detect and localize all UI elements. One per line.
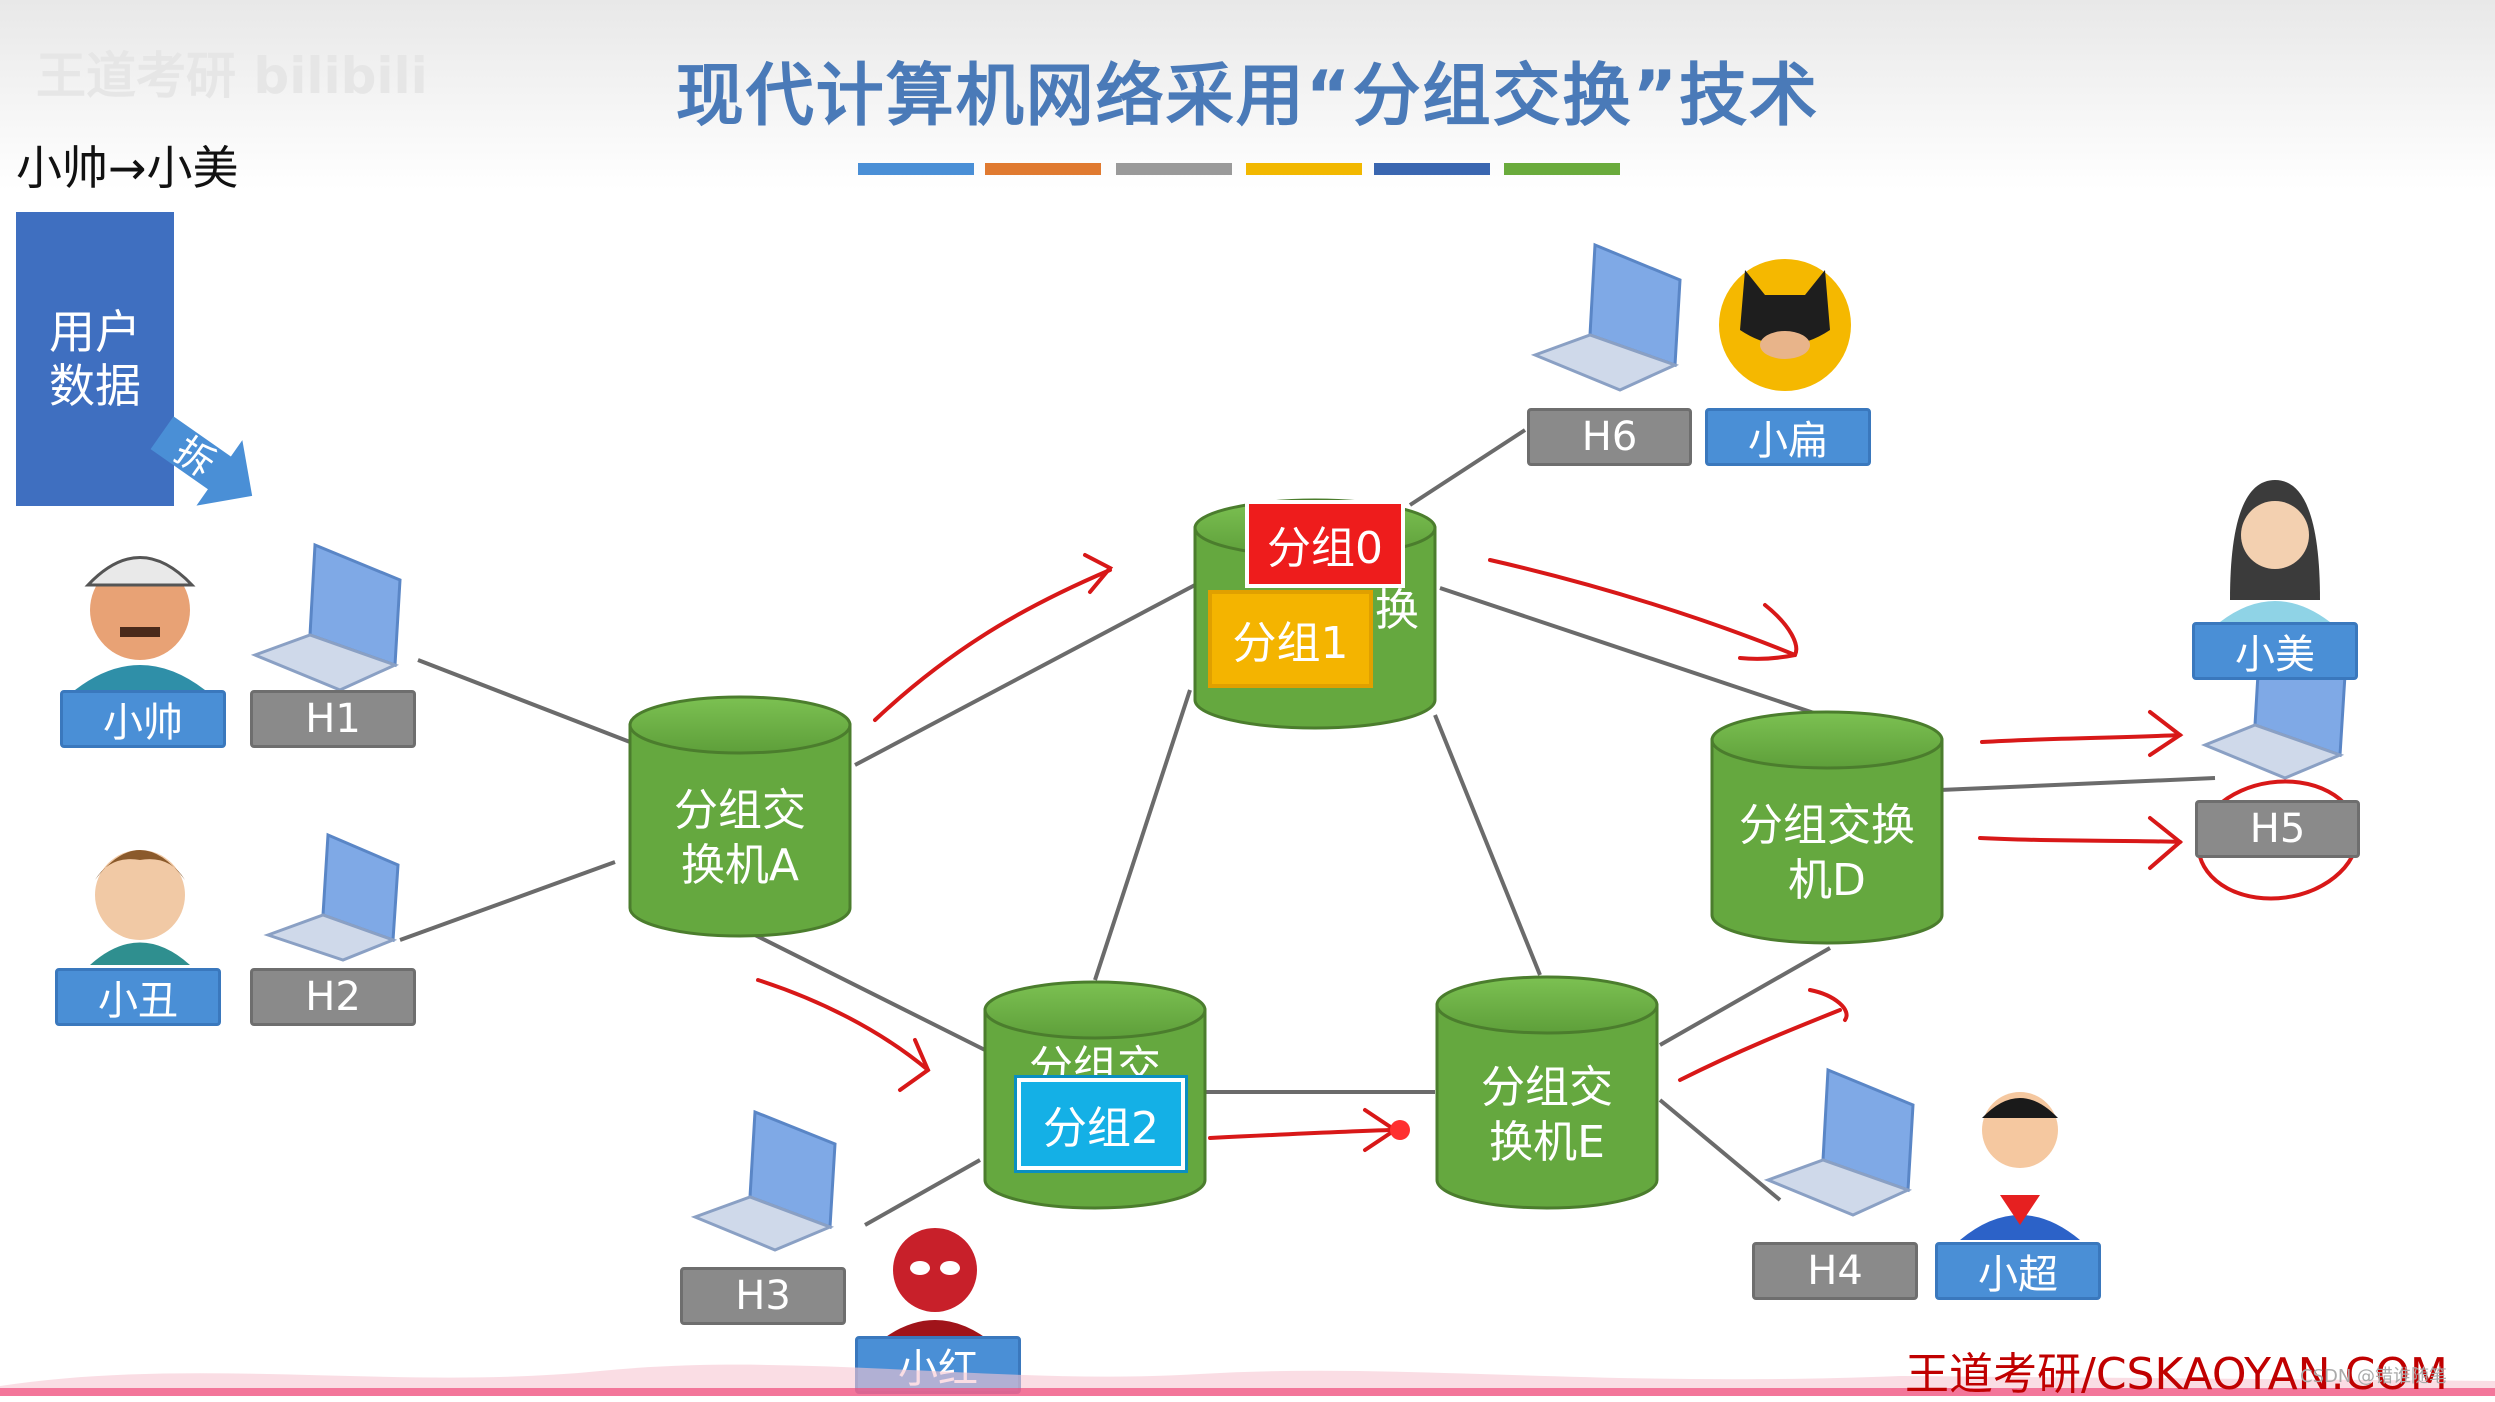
split-arrow-shape	[150, 416, 253, 506]
arrow-a-b-head	[1083, 553, 1114, 594]
color-bar-seg-4	[1246, 163, 1362, 175]
arrow-b-d	[1488, 558, 1797, 657]
xiaohong-avatar	[875, 1228, 995, 1345]
host-label-h3: H3	[680, 1267, 846, 1325]
arrow-e-d	[1678, 1008, 1842, 1082]
user-label-xiaomei: 小美	[2192, 622, 2358, 680]
link-e-d	[1659, 946, 1831, 1047]
xiaomei-avatar	[2220, 480, 2330, 622]
laser-pointer-dot	[1390, 1120, 1410, 1140]
h4-laptop-icon	[1763, 1067, 1915, 1217]
bilibili-watermark: 王道考研 bilibili	[36, 47, 428, 105]
footer-brand: 王道考研/CSKAOYAN.COM	[1905, 1349, 2448, 1400]
link-h2-a	[399, 860, 616, 942]
arrow-a-b	[873, 568, 1112, 722]
switch-a-line2: 换机A	[681, 840, 799, 891]
split-arrow: 拆	[150, 416, 253, 506]
link-b-c	[1093, 689, 1192, 981]
color-bar-seg-5	[1374, 163, 1490, 175]
user-data-line1: 用户	[49, 305, 141, 359]
link-b-d	[1439, 586, 1821, 717]
host-label-h4: H4	[1752, 1242, 1918, 1300]
xiaobian-avatar	[1719, 259, 1851, 391]
packet-1-label: 分组1	[1232, 618, 1349, 669]
switch-a: 分组交 换机A	[628, 695, 852, 938]
arrow-d-h5-top-head	[2148, 710, 2184, 757]
link-c-h3	[864, 1158, 981, 1227]
page-title: 现代计算机网络采用“分组交换”技术	[675, 57, 1820, 136]
switch-d: 分组交换 机D	[1710, 710, 1944, 945]
h3-laptop-icon	[690, 1109, 837, 1252]
switch-e: 分组交 换机E	[1435, 975, 1659, 1210]
color-bar-seg-1	[858, 163, 974, 175]
network-links	[399, 428, 2216, 1227]
link-h1-a	[417, 658, 631, 744]
link-b-h6	[1408, 428, 1527, 507]
link-a-b	[854, 583, 1196, 767]
header-background	[0, 0, 2495, 190]
arrow-b-d-head	[1738, 603, 1799, 661]
h6-laptop-icon	[1530, 242, 1682, 392]
color-bar	[858, 163, 1620, 175]
packet-0: 分组0	[1245, 500, 1405, 588]
arrow-c-e	[1208, 1128, 1392, 1140]
packet-0-label: 分组0	[1267, 523, 1383, 574]
user-label-xiaoshuai: 小帅	[60, 690, 226, 748]
switch-e-line1: 分组交	[1481, 1062, 1613, 1113]
user-label-xiaochao: 小超	[1935, 1242, 2101, 1300]
user-data-block: 用户 数据	[16, 212, 174, 506]
xiaochou-avatar	[90, 850, 190, 965]
user-data-line2: 数据	[49, 359, 141, 413]
host-label-h6: H6	[1527, 408, 1692, 466]
avatars	[75, 259, 2330, 1345]
switch-e-line2: 换机E	[1489, 1117, 1605, 1168]
arrow-e-d-head	[1808, 988, 1849, 1022]
bottom-wave	[0, 1364, 2495, 1396]
arrow-d-h5-top	[1980, 733, 2182, 744]
color-bar-seg-2	[985, 163, 1101, 175]
packet-2: 分组2	[1014, 1075, 1188, 1173]
arrow-d-h5-bottom	[1978, 836, 2182, 844]
link-e-h4	[1658, 1098, 1782, 1202]
xiaoshuai-avatar	[75, 556, 205, 690]
host-label-h5: H5	[2195, 800, 2360, 858]
link-b-e	[1433, 714, 1542, 976]
link-d-h5	[1939, 776, 2216, 792]
color-bar-seg-6	[1504, 163, 1620, 175]
user-label-xiaobian: 小扁	[1705, 408, 1871, 466]
arrow-d-h5-bottom-head	[2148, 816, 2184, 870]
switch-d-line1: 分组交换	[1739, 800, 1915, 851]
arrow-a-c-head	[898, 1038, 931, 1092]
host-label-h1: H1	[250, 690, 416, 748]
packet-2-label: 分组2	[1043, 1103, 1159, 1154]
h2-laptop-icon	[263, 832, 400, 962]
switch-b-partial: 换	[1375, 585, 1419, 636]
color-bar-seg-3	[1116, 163, 1232, 175]
credit-watermark: CSDN @错谁随笔	[2300, 1366, 2448, 1387]
route-label: 小帅→小美	[16, 141, 239, 195]
arrow-a-c	[756, 978, 930, 1072]
switch-d-line2: 机D	[1788, 855, 1866, 906]
user-label-xiaochou: 小丑	[55, 968, 221, 1026]
host-label-h2: H2	[250, 968, 416, 1026]
h1-laptop-icon	[250, 542, 402, 692]
switch-a-line1: 分组交	[674, 785, 806, 836]
packet-1: 分组1	[1208, 590, 1373, 688]
xiaochao-avatar	[1960, 1092, 2080, 1240]
link-a-c	[744, 928, 986, 1052]
